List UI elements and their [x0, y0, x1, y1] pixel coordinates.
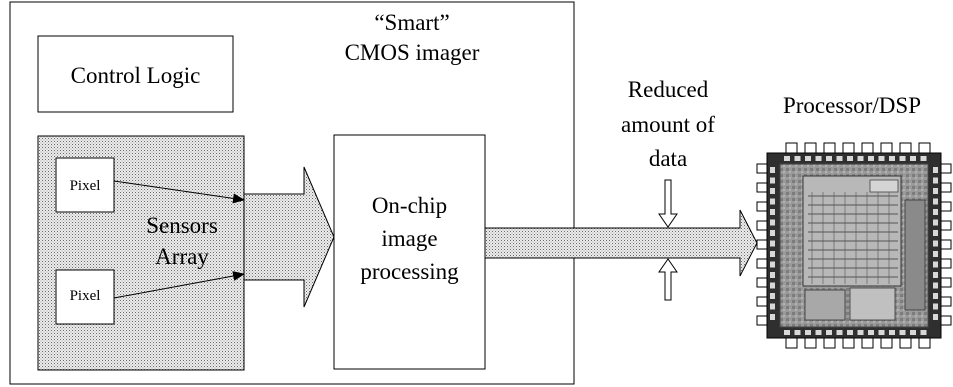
data-label-line3: data: [649, 146, 687, 171]
pixel-top-arrow: [113, 180, 245, 204]
sensors-array-label-line1: Sensors: [146, 213, 218, 238]
pixel-top-label: Pixel: [70, 178, 101, 194]
compress-arrow-down: [658, 179, 678, 228]
processor-label: Processor/DSP: [783, 93, 921, 118]
pixel-bottom-arrow: [113, 271, 245, 299]
compress-arrow-up: [658, 258, 678, 301]
processing-label-line1: On-chip: [372, 193, 447, 218]
data-label-line2: amount of: [621, 112, 715, 137]
imager-title-line2: CMOS imager: [345, 40, 480, 65]
sensor-to-processing-arrow: [243, 166, 335, 308]
imager-title-line1: “Smart”: [374, 10, 449, 35]
processor-chip-image: [756, 142, 952, 349]
pixel-top: Pixel: [55, 157, 115, 213]
image-processing-block: On-chip image processing: [333, 134, 486, 370]
sensors-array-label-line2: Array: [155, 244, 209, 269]
control-logic-label: Control Logic: [71, 63, 201, 88]
data-label-line1: Reduced: [628, 77, 709, 102]
output-data-arrow: [484, 209, 758, 277]
control-logic-block: Control Logic: [37, 35, 234, 113]
processing-label-line3: processing: [360, 259, 459, 284]
processing-label-line2: image: [381, 226, 437, 251]
pixel-bottom: Pixel: [55, 269, 115, 325]
pixel-bottom-label: Pixel: [70, 288, 101, 304]
